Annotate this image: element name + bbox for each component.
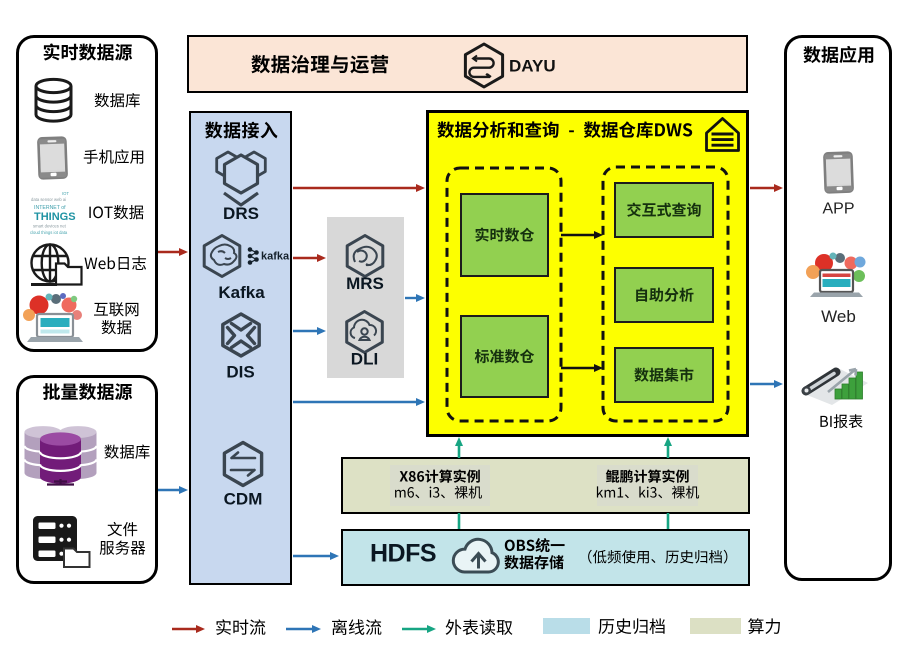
- svg-text:MRS: MRS: [346, 274, 384, 293]
- svg-text:CDM: CDM: [224, 489, 263, 508]
- svg-text:DIS: DIS: [226, 362, 254, 381]
- svg-text:INTERNET of: INTERNET of: [34, 205, 66, 211]
- svg-text:HDFS: HDFS: [370, 540, 436, 568]
- svg-text:Kafka: Kafka: [218, 283, 265, 302]
- svg-text:DAYU: DAYU: [509, 57, 556, 76]
- svg-text:▪: ▪: [66, 217, 68, 223]
- svg-text:DLI: DLI: [351, 349, 378, 368]
- svg-text:Web: Web: [821, 307, 856, 326]
- svg-text:smart devices net: smart devices net: [33, 224, 67, 229]
- svg-text:kafka: kafka: [261, 250, 290, 262]
- svg-text:cloud things iot data: cloud things iot data: [30, 230, 68, 235]
- svg-text:data sensor web ai: data sensor web ai: [31, 197, 66, 202]
- svg-text:THINGS: THINGS: [34, 211, 76, 223]
- svg-text:APP: APP: [822, 201, 854, 218]
- svg-text:DRS: DRS: [223, 204, 259, 223]
- svg-text:IOT: IOT: [62, 191, 69, 196]
